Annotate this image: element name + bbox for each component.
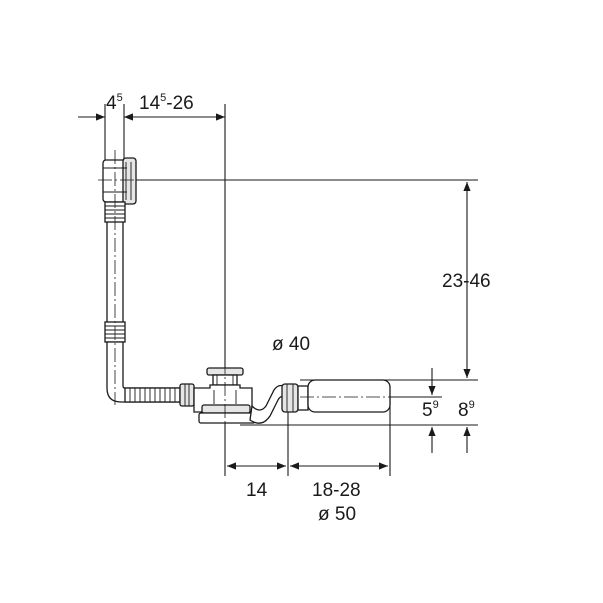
center-lines (98, 150, 420, 440)
label-fitting-depth: 45 (106, 92, 123, 114)
outlet-pipe (281, 379, 391, 413)
drain-valve (193, 367, 256, 424)
label-outlet-height-low: 59 (422, 399, 439, 421)
label-inlet-diameter: ø 40 (272, 334, 310, 355)
corrugated-hose (124, 383, 195, 407)
label-outlet-height-high: 89 (458, 399, 475, 421)
label-height-range: 23-46 (442, 271, 491, 292)
trap-bend (249, 384, 285, 424)
label-outlet-length: 18-28 (312, 480, 361, 501)
dimension-lines (78, 113, 471, 470)
label-trap-offset: 14 (246, 480, 268, 501)
overflow-pipe (104, 201, 181, 403)
label-overflow-offset: 145-26 (139, 92, 194, 114)
label-outlet-diameter: ø 50 (318, 504, 356, 525)
overflow-head (102, 157, 137, 205)
